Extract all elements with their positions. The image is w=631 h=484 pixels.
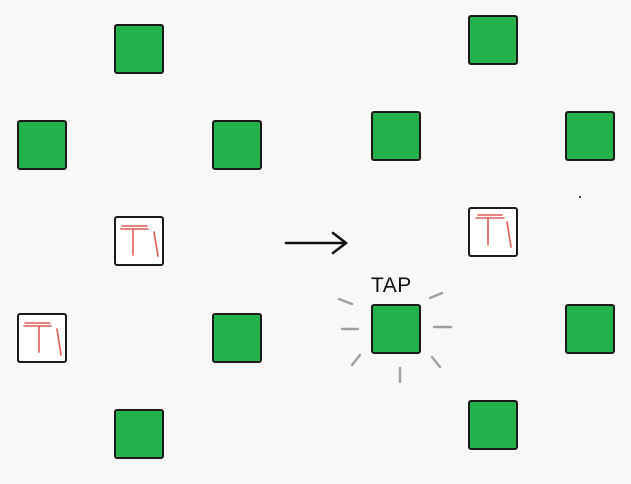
before-tile-lower-right xyxy=(212,313,262,363)
after-tile-upper-left xyxy=(371,111,421,161)
before-tile-upper-left xyxy=(17,120,67,170)
before-tile-lower-left-marked xyxy=(17,313,67,363)
after-tile-bottom xyxy=(468,400,518,450)
after-tile-top xyxy=(468,15,518,65)
t-mark-icon xyxy=(23,322,62,356)
before-tile-center-marked xyxy=(114,216,164,266)
after-tile-center-marked xyxy=(468,207,518,257)
arrow-right-icon xyxy=(284,231,348,255)
before-tile-top xyxy=(114,24,164,74)
before-tile-bottom xyxy=(114,409,164,459)
after-tile-upper-right xyxy=(565,111,615,161)
t-mark-icon xyxy=(475,214,512,248)
after-tile-lower-right xyxy=(565,304,615,354)
t-mark-icon xyxy=(120,225,159,257)
after-tile-tapped[interactable] xyxy=(371,304,421,354)
tap-label: TAP xyxy=(371,274,412,297)
stray-dot xyxy=(579,196,581,198)
before-tile-upper-right xyxy=(212,120,262,170)
tap-burst-icon xyxy=(337,291,453,384)
